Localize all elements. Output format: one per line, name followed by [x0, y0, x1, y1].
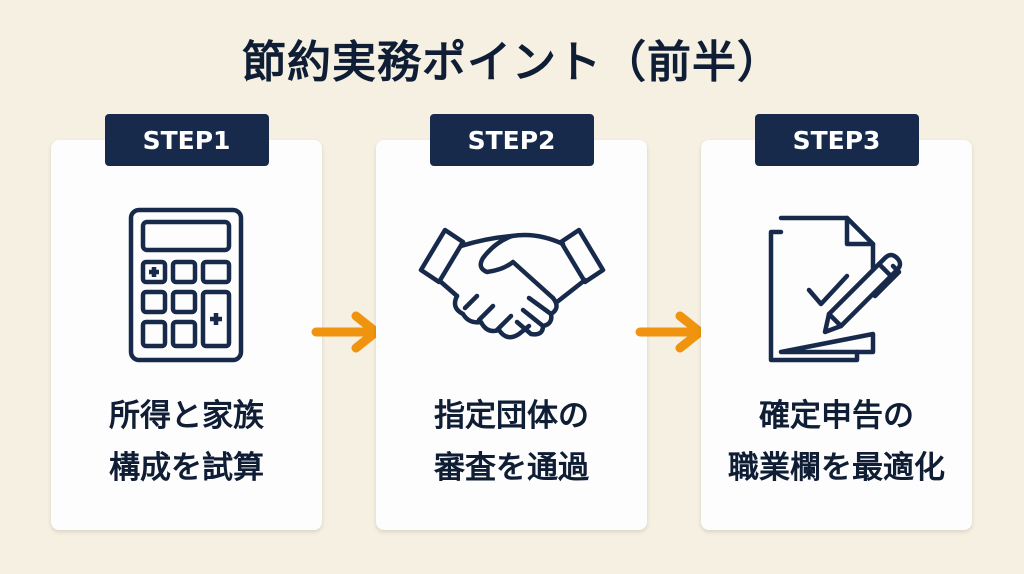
step-caption: 所得と家族 構成を試算: [51, 390, 322, 494]
step-badge: STEP2: [429, 114, 594, 166]
document-pen-check-icon: [768, 215, 902, 363]
arrow-right-icon: [635, 311, 705, 353]
arrow-right-icon: [311, 311, 381, 353]
step-badge: STEP3: [754, 114, 919, 166]
caption-line: 構成を試算: [109, 450, 264, 486]
caption-line: 所得と家族: [109, 398, 264, 434]
calculator-icon: [128, 207, 243, 363]
step-card-2: STEP2 指定団体の 審査を通過: [376, 114, 647, 530]
handshake-icon: [418, 227, 605, 340]
step-badge: STEP1: [104, 114, 269, 166]
step-card-1: STEP1 所得と家族 構成を試算: [51, 114, 322, 530]
caption-line: 指定団体の: [434, 398, 589, 434]
caption-line: 職業欄を最適化: [728, 450, 945, 486]
step-card-3: STEP3 確定申告の 職業欄を最適化: [701, 114, 972, 530]
caption-line: 審査を通過: [434, 450, 589, 486]
step-caption: 確定申告の 職業欄を最適化: [701, 390, 972, 494]
page-title: 節約実務ポイント（前半）: [242, 37, 782, 88]
step-caption: 指定団体の 審査を通過: [376, 390, 647, 494]
caption-line: 確定申告の: [759, 398, 914, 434]
